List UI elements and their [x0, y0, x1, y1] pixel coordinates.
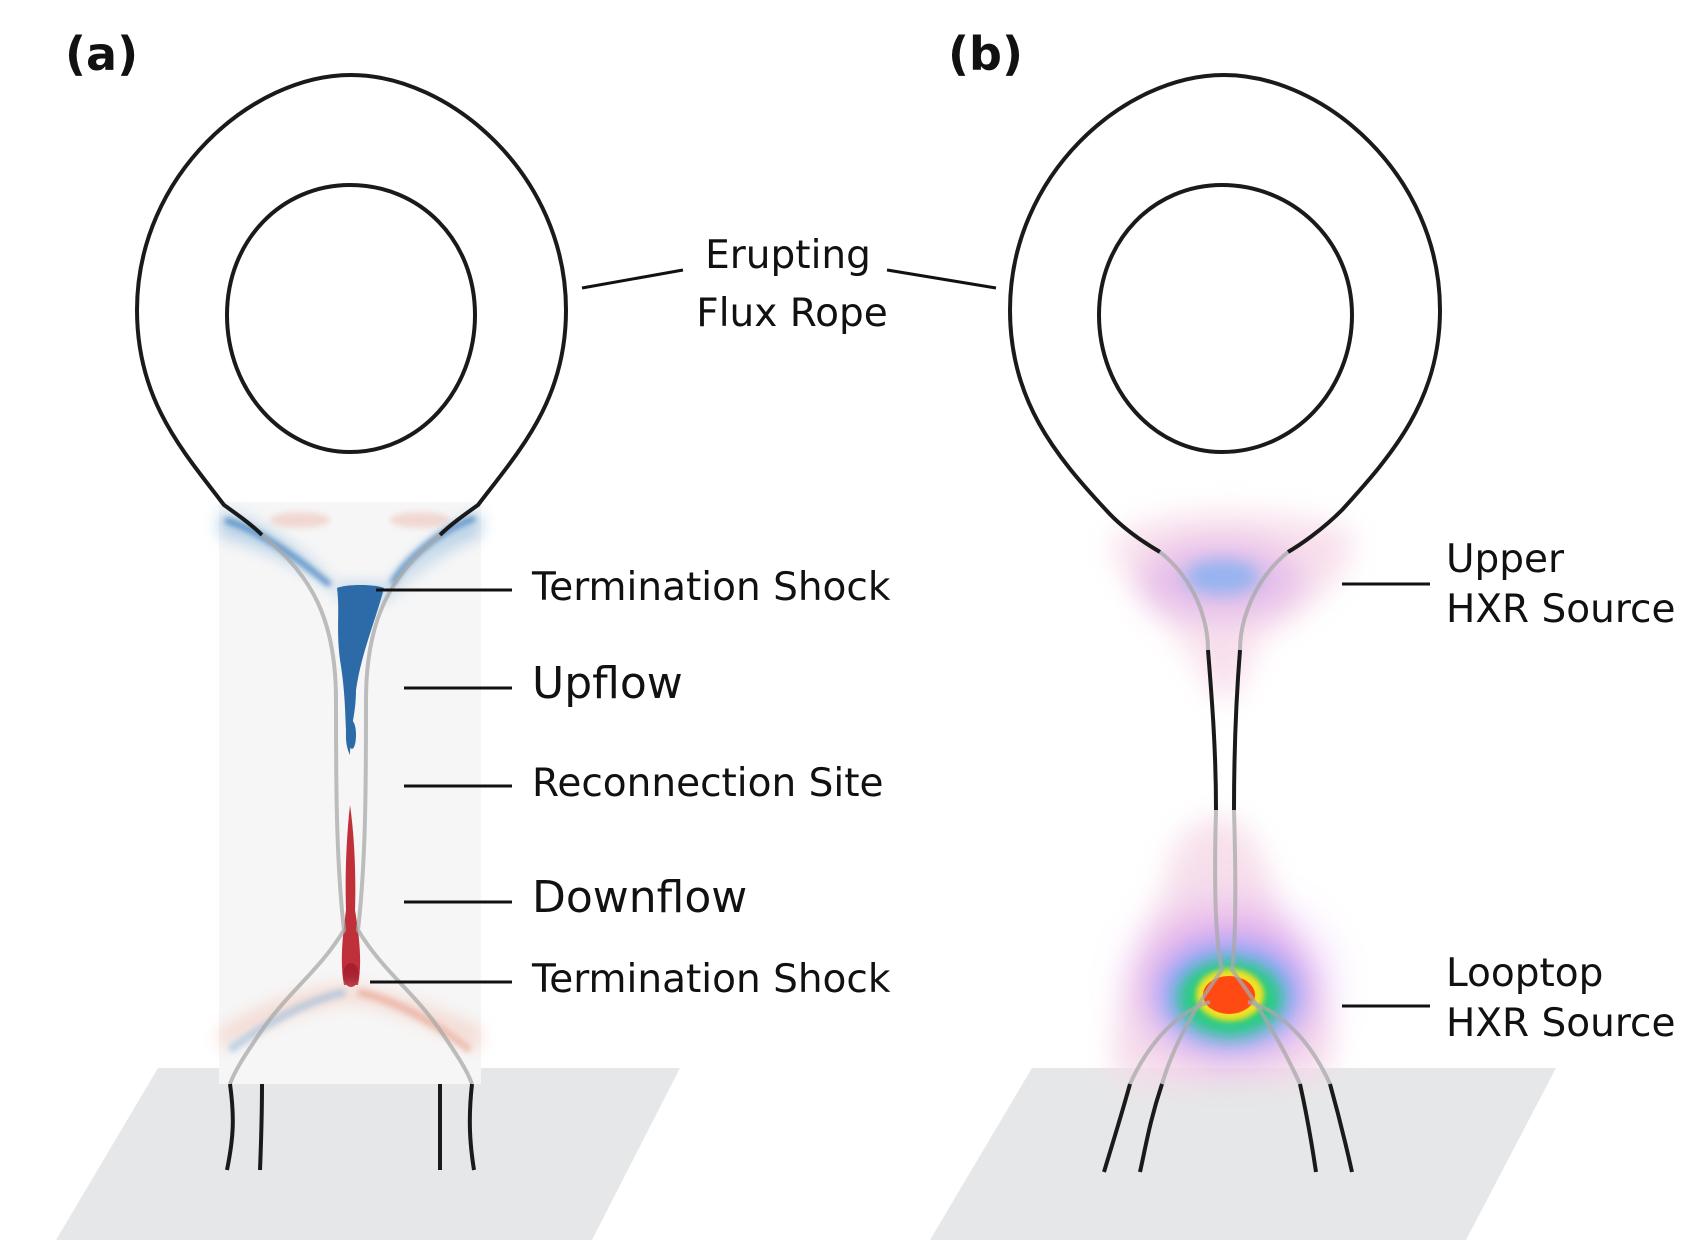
solar-surface-b	[930, 1068, 1556, 1240]
label-termination-shock-top: Termination Shock	[531, 565, 891, 610]
label-flux-rope: Flux Rope	[696, 291, 887, 336]
label-erupting: Erupting	[705, 233, 871, 278]
upflow-jet	[337, 585, 384, 755]
solar-surface-a	[56, 1068, 680, 1240]
flux-rope-a	[134, 73, 569, 537]
upper-hxr-source	[1112, 512, 1352, 702]
flux-rope-annotation: Erupting Flux Rope	[581, 233, 997, 336]
footpoint-loops-a	[225, 1083, 476, 1171]
panel-b-label: (b)	[948, 27, 1023, 81]
current-sheet-lines-a	[228, 533, 474, 1085]
label-termination-shock-bottom: Termination Shock	[531, 957, 891, 1002]
label-looptop: Looptop	[1446, 951, 1603, 996]
footpoint-loops-b	[1102, 1083, 1354, 1173]
current-sheet-lines-b	[1128, 550, 1332, 1085]
panel-b: (b)	[930, 27, 1676, 1240]
flux-rope-b	[1007, 73, 1443, 554]
label-upper-hxr: HXR Source	[1446, 587, 1676, 632]
leader-flux-rope-b	[886, 268, 997, 290]
looptop-hxr-source	[1113, 818, 1333, 1087]
panel-a: (a)	[56, 27, 891, 1240]
label-upflow: Upflow	[532, 658, 683, 709]
downflow-jet	[341, 805, 361, 985]
panel-a-label: (a)	[65, 27, 138, 81]
label-downflow: Downflow	[532, 872, 747, 923]
label-reconnection-site: Reconnection Site	[532, 761, 884, 806]
label-upper: Upper	[1446, 537, 1565, 582]
label-looptop-hxr: HXR Source	[1446, 1001, 1676, 1046]
leader-flux-rope-a	[581, 268, 684, 290]
